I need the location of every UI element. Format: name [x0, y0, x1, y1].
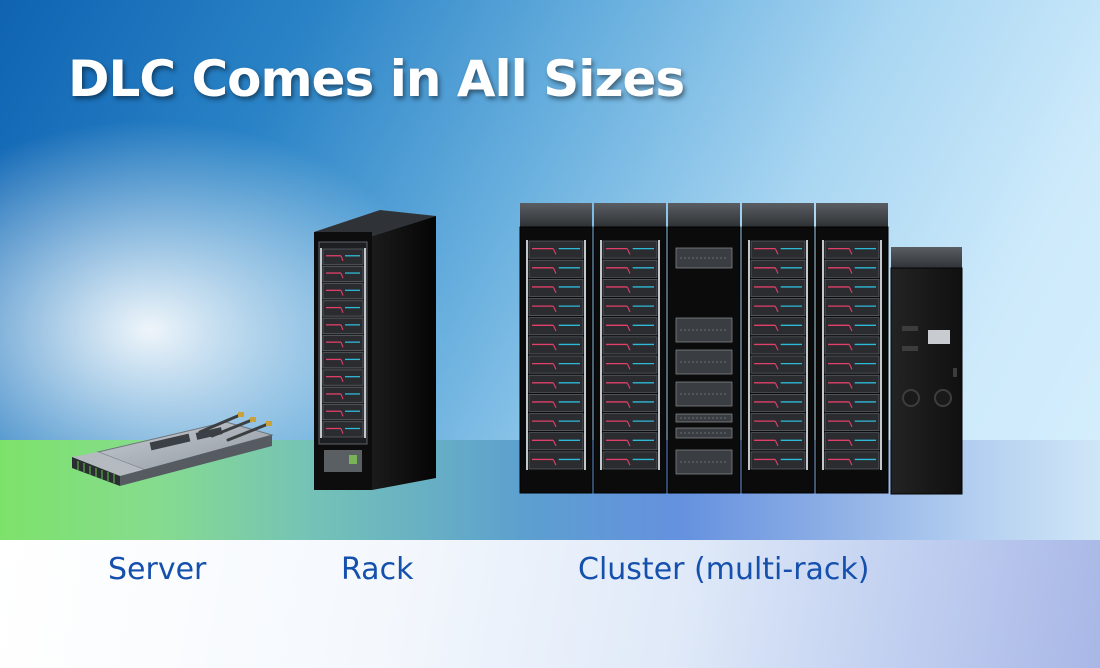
- bottom-area: [0, 540, 1100, 668]
- rack-server-units: [320, 248, 366, 438]
- rack-label: Rack: [341, 552, 414, 587]
- rack-image: [314, 210, 436, 490]
- cluster-rack-cabinet: [593, 203, 667, 494]
- server-image: [72, 412, 274, 486]
- cluster-label: Cluster (multi-rack): [578, 552, 870, 587]
- cluster-rack-cabinet: [667, 203, 741, 494]
- cdu-cabinet: [890, 247, 963, 495]
- cluster-rack-cabinet: [519, 203, 593, 494]
- cluster-image: [519, 203, 963, 495]
- cluster-rack-cabinet: [815, 203, 889, 494]
- cluster-rack-cabinet: [741, 203, 815, 494]
- slide-title: DLC Comes in All Sizes: [68, 50, 685, 108]
- server-label: Server: [108, 552, 207, 587]
